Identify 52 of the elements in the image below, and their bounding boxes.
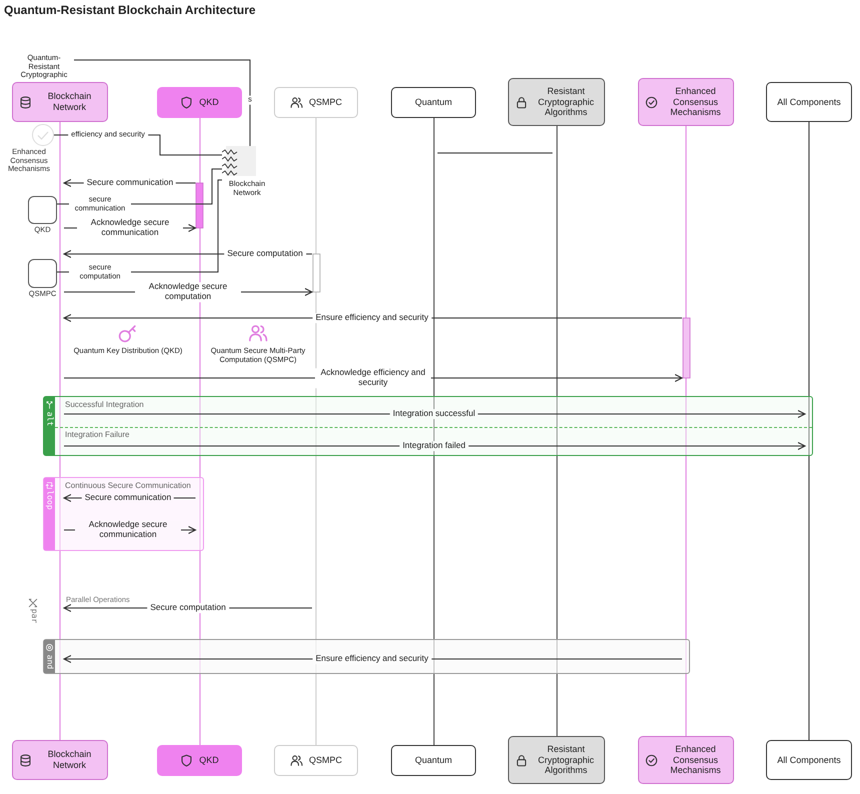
message-label: Acknowledge secure communication <box>75 520 181 540</box>
message-label: Acknowledge secure communication <box>77 218 183 238</box>
rounded-box <box>28 259 57 288</box>
participant-box <box>157 87 242 118</box>
fragment-type: and <box>45 654 54 670</box>
message-label: Ensure efficiency and security <box>312 313 432 323</box>
participant-box <box>391 87 476 118</box>
participant-box <box>157 745 242 776</box>
participant-box <box>638 736 734 784</box>
participant-label: All Components <box>777 754 841 766</box>
fragment-type: alt <box>45 412 54 426</box>
participant-label: All Components <box>777 96 841 108</box>
message-label: Secure computation <box>147 603 229 613</box>
participant-label: QSMPC <box>308 755 342 766</box>
participant-box <box>508 78 605 126</box>
participant-box <box>766 740 852 780</box>
message-label: Acknowledge secure computation <box>135 282 241 302</box>
participant-box <box>274 87 358 118</box>
participant-label: Enhanced Consensus Mechanisms <box>669 744 722 776</box>
participant-label: QKD <box>199 755 219 766</box>
participant-box <box>12 740 108 780</box>
participant-label: Quantum <box>414 755 452 766</box>
participant-box <box>638 78 734 126</box>
message-label: Secure computation <box>224 249 306 259</box>
connector-line <box>74 60 250 146</box>
participant-box <box>391 745 476 776</box>
participant-box <box>766 82 852 122</box>
participant-label: QKD <box>199 97 219 108</box>
participant-box <box>274 745 358 776</box>
participant-label: Enhanced Consensus Mechanisms <box>669 86 722 118</box>
participant-label: Resistant Cryptographic Algorithms <box>536 744 596 776</box>
participant-label: Blockchain Network <box>46 749 92 771</box>
message-label: Acknowledge efficiency and security <box>315 368 431 388</box>
message-label: Ensure efficiency and security <box>312 654 432 664</box>
participant-label: Blockchain Network <box>46 91 92 113</box>
guard-label: Integration Failure <box>65 430 130 439</box>
participant-label: Quantum <box>414 97 452 108</box>
guard-label: Continuous Secure Communication <box>65 481 191 490</box>
diagram-title: Quantum-Resistant Blockchain Architecture <box>4 3 256 17</box>
participant-box <box>12 82 108 122</box>
guard-label: Successful Integration <box>65 400 144 409</box>
message-label: Integration failed <box>400 441 468 451</box>
check-circle <box>32 124 54 146</box>
message-label: Secure communication <box>82 493 174 503</box>
message-arrow <box>64 442 806 450</box>
participant-label: Resistant Cryptographic Algorithms <box>536 86 596 118</box>
rounded-box <box>28 196 57 224</box>
message-label: Integration successful <box>390 409 478 419</box>
participant-label: QSMPC <box>308 97 342 108</box>
participant-box <box>508 736 605 784</box>
fragment-type: par <box>29 608 39 624</box>
message-label: Secure communication <box>84 178 176 188</box>
